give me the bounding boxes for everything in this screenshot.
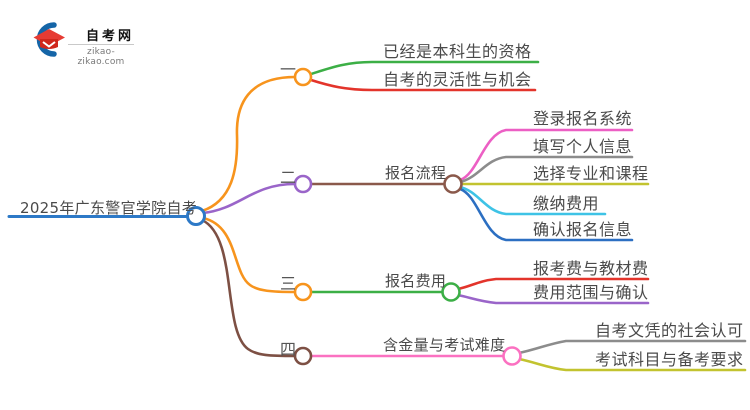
- branch-4-handle[interactable]: [293, 346, 313, 366]
- leaf-label[interactable]: 缴纳费用: [533, 194, 600, 213]
- branch-3-handle[interactable]: [293, 282, 313, 302]
- topic-2-label[interactable]: 报名流程: [385, 164, 447, 182]
- root-node-label[interactable]: 2025年广东警官学院自考: [20, 199, 198, 217]
- leaf-line-3-2: [456, 293, 650, 305]
- leaf-label[interactable]: 自考文凭的社会认可: [595, 321, 744, 340]
- root-node-handle[interactable]: [186, 206, 206, 226]
- leaf-label[interactable]: 考试科目与备考要求: [595, 350, 744, 369]
- leaf-line-2-1: [458, 128, 634, 182]
- leaf-line-2-5: [458, 187, 634, 242]
- logo-title: 自考网: [85, 29, 134, 44]
- leaf-label[interactable]: 费用范围与确认: [533, 283, 649, 302]
- graduation-cap-icon: [33, 22, 65, 57]
- branch-2-handle[interactable]: [293, 174, 313, 194]
- leaf-line-2-4: [458, 185, 607, 216]
- leaf-label[interactable]: 自考的灵活性与机会: [383, 70, 532, 89]
- topic-3-label[interactable]: 报名费用: [385, 272, 447, 290]
- leaf-line-4-2: [517, 357, 747, 372]
- branch-2-index[interactable]: 二: [280, 168, 297, 187]
- branch-line-1: [200, 75, 297, 213]
- leaf-line-1-2: [309, 78, 537, 92]
- topic-4-handle[interactable]: [502, 346, 522, 366]
- branch-line-3: [201, 216, 297, 294]
- topic-3-handle[interactable]: [441, 282, 461, 302]
- branch-4-index[interactable]: 四: [280, 340, 297, 359]
- leaf-label[interactable]: 确认报名信息: [533, 220, 633, 239]
- leaf-label[interactable]: 选择专业和课程: [533, 164, 649, 183]
- branch-line-4: [200, 218, 297, 358]
- branch-1-handle[interactable]: [293, 67, 313, 87]
- branch-line-2: [201, 182, 297, 215]
- logo-divider: [68, 44, 134, 45]
- leaf-label[interactable]: 报考费与教材费: [533, 259, 649, 278]
- leaf-line-3-1: [456, 277, 650, 291]
- topic-2-handle[interactable]: [443, 174, 463, 194]
- leaf-line-4-1: [517, 339, 747, 355]
- branch-3-index[interactable]: 三: [280, 274, 297, 293]
- leaf-line-2-2: [458, 155, 634, 184]
- branch-1-index[interactable]: 一: [280, 60, 297, 79]
- leaf-label[interactable]: 已经是本科生的资格: [383, 42, 532, 61]
- site-logo[interactable]: 自考网 zikao-zikao.com: [30, 20, 150, 67]
- leaf-line-1-1: [309, 60, 540, 76]
- logo-domain: zikao-zikao.com: [77, 47, 125, 67]
- leaf-label[interactable]: 登录报名系统: [533, 109, 633, 128]
- topic-4-label[interactable]: 含金量与考试难度: [383, 336, 506, 354]
- leaf-label[interactable]: 填写个人信息: [533, 137, 633, 156]
